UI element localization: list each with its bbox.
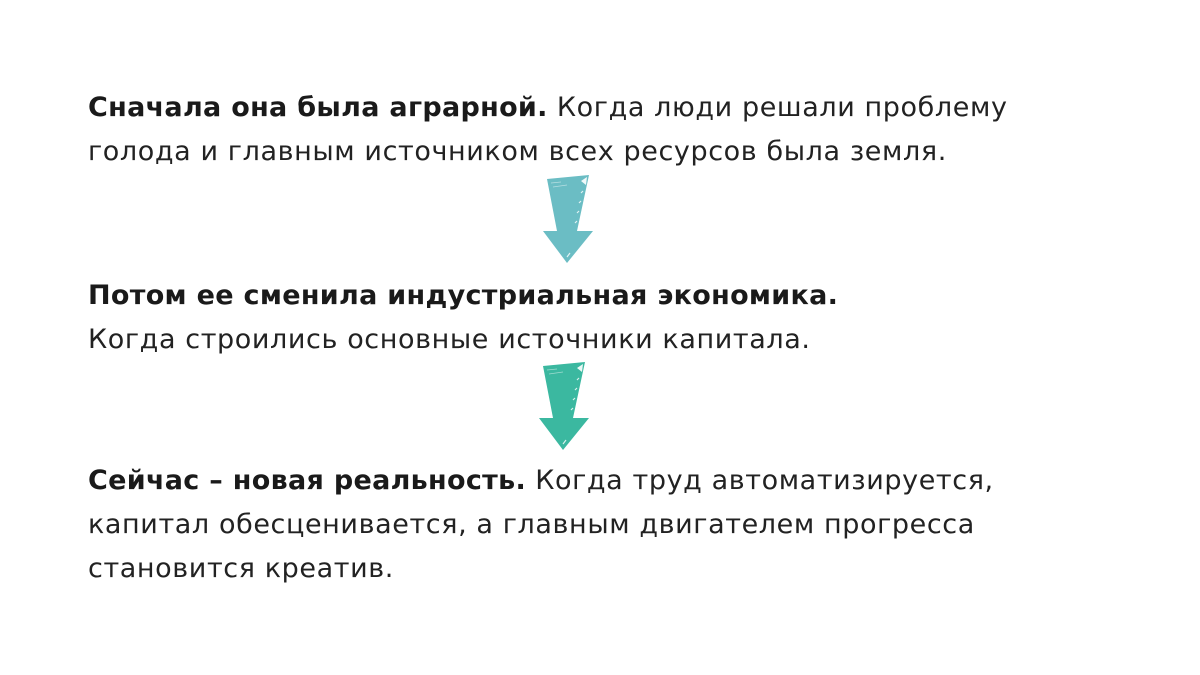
text-line: голода и главным источником всех ресурсо… (88, 136, 947, 167)
body-phrase: Когда труд автоматизируется, (526, 465, 994, 496)
text-line: капитал обесценивается, а главным двигат… (88, 509, 975, 540)
lead-phrase: Сейчас – новая реальность. (88, 465, 527, 496)
arrow-down-icon (543, 175, 593, 263)
industrial-economy-text: Потом ее сменила индустриальная экономик… (88, 274, 838, 362)
text-line: Когда строились основные источники капит… (88, 324, 811, 355)
new-reality-text: Сейчас – новая реальность. Когда труд ав… (88, 459, 994, 591)
body-phrase: Когда люди решали проблему (547, 92, 1008, 123)
agrarian-economy-text: Сначала она была аграрной. Когда люди ре… (88, 86, 1008, 174)
lead-phrase: Сначала она была аграрной. (88, 92, 548, 123)
text-line: Сначала она была аграрной. Когда люди ре… (88, 86, 1008, 130)
text-line: становится креатив. (88, 553, 394, 584)
lead-phrase: Потом ее сменила индустриальная экономик… (88, 280, 839, 311)
text-line: Сейчас – новая реальность. Когда труд ав… (88, 459, 994, 503)
arrow-down-icon (539, 362, 589, 450)
